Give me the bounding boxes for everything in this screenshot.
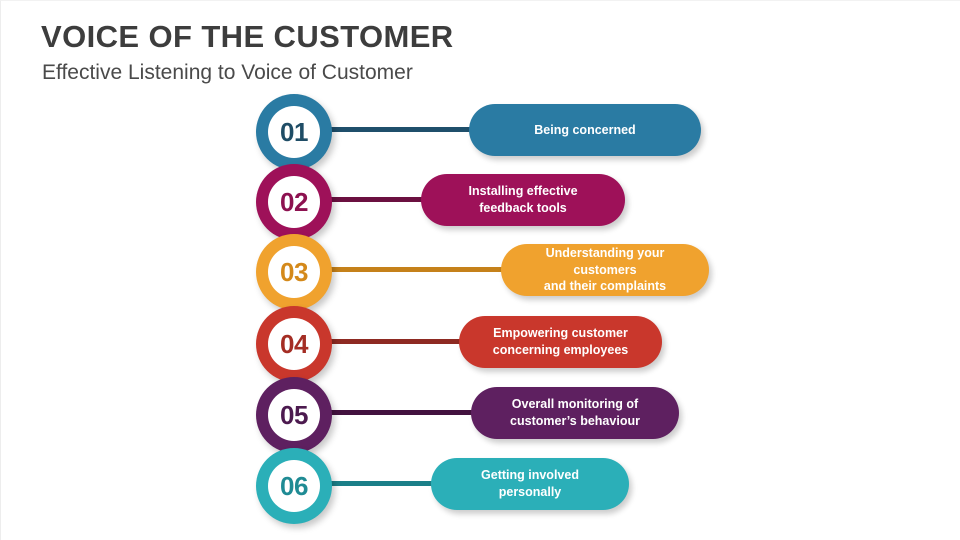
step-number-label-03: 03 <box>268 246 320 298</box>
step-number-label-05: 05 <box>268 389 320 441</box>
connector-line-04 <box>329 339 463 344</box>
step-number-circle-05[interactable]: 05 <box>256 377 332 453</box>
step-label-line1-02: Installing effective <box>468 184 578 199</box>
step-number-circle-01[interactable]: 01 <box>256 94 332 170</box>
step-label-line2-05: customer’s behaviour <box>510 414 640 428</box>
step-number-label-04: 04 <box>268 318 320 370</box>
step-number-label-02: 02 <box>268 176 320 228</box>
step-label-pill-06[interactable]: Getting involved personally <box>431 458 629 510</box>
connector-line-06 <box>329 481 435 486</box>
step-label-pill-01[interactable]: Being concerned <box>469 104 701 156</box>
step-label-line1-06: Getting involved <box>481 468 579 483</box>
step-number-label-06: 06 <box>268 460 320 512</box>
step-label-line1-01: Being concerned <box>534 122 636 137</box>
step-label-text-02: Installing effective feedback tools <box>468 183 577 217</box>
step-label-text-03: Understanding your customers and their co… <box>515 245 695 296</box>
step-label-pill-05[interactable]: Overall monitoring of customer’s behaviou… <box>471 387 679 439</box>
page-title: VOICE OF THE CUSTOMER <box>41 19 454 54</box>
step-label-line2-06: personally <box>498 485 562 499</box>
step-row-04: Empowering customer concerning employees 0… <box>1 306 960 396</box>
step-row-06: Getting involved personally 06 <box>1 448 960 538</box>
connector-line-02 <box>329 197 425 202</box>
step-label-pill-02[interactable]: Installing effective feedback tools <box>421 174 625 226</box>
step-label-text-01: Being concerned <box>534 122 635 139</box>
page-subtitle: Effective Listening to Voice of Customer <box>42 61 413 84</box>
step-label-pill-03[interactable]: Understanding your customers and their co… <box>501 244 709 296</box>
step-label-pill-04[interactable]: Empowering customer concerning employees <box>459 316 662 368</box>
step-label-line1-05: Overall monitoring of <box>511 397 639 412</box>
step-number-circle-06[interactable]: 06 <box>256 448 332 524</box>
connector-line-03 <box>329 267 505 272</box>
step-label-text-04: Empowering customer concerning employees <box>493 325 628 359</box>
step-row-01: Being concerned 01 <box>1 94 960 184</box>
step-label-text-06: Getting involved personally <box>481 467 579 501</box>
step-label-text-05: Overall monitoring of customer’s behaviou… <box>510 396 640 430</box>
connector-line-05 <box>329 410 475 415</box>
step-row-02: Installing effective feedback tools 02 <box>1 164 960 254</box>
step-number-circle-04[interactable]: 04 <box>256 306 332 382</box>
step-number-circle-02[interactable]: 02 <box>256 164 332 240</box>
step-label-line1-03: Understanding your customers <box>545 245 665 277</box>
step-number-circle-03[interactable]: 03 <box>256 234 332 310</box>
step-row-03: Understanding your customers and their co… <box>1 234 960 324</box>
step-label-line2-02: feedback tools <box>479 201 567 215</box>
step-row-05: Overall monitoring of customer’s behaviou… <box>1 377 960 467</box>
step-number-label-01: 01 <box>268 106 320 158</box>
step-label-line1-04: Empowering customer <box>493 326 628 341</box>
connector-line-01 <box>329 127 473 132</box>
step-label-line2-03: and their complaints <box>543 279 667 294</box>
step-label-line2-04: concerning employees <box>492 343 629 357</box>
